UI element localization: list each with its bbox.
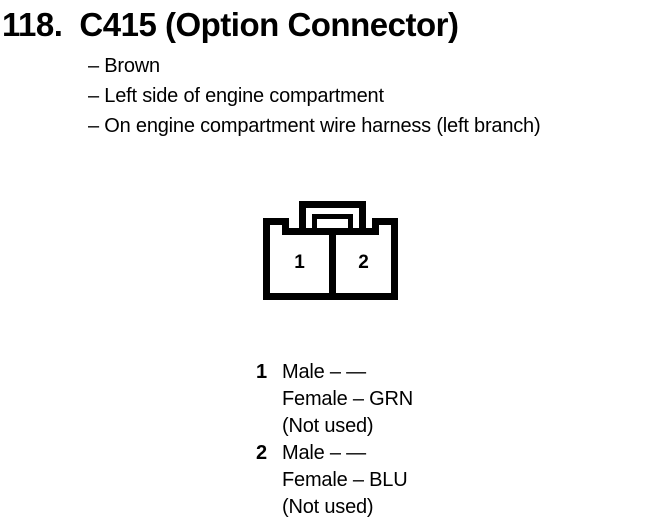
connector-body-ear-left [263,218,289,225]
cavity-1-label: 1 [294,252,305,273]
pin-2-not-used: (Not used) [282,496,374,518]
page-title: 118. C415 (Option Connector) [2,6,459,44]
connector-lock-tab-outer-right [359,201,366,233]
pin-row-1: 1 Male – — Female – GRN (Not used) [256,359,413,440]
connector-body-top-edge [282,228,379,235]
pin-2-lines: Male – — Female – BLU (Not used) [282,440,408,520]
connector-details: – Brown – Left side of engine compartmen… [88,51,541,141]
connector-name: C415 (Option Connector) [79,6,459,43]
pin-1-lines: Male – — Female – GRN (Not used) [282,359,413,440]
section-number: 118. [2,6,63,43]
connector-lock-tab-outer-top [299,201,366,208]
connector-lock-tab-inner-right [348,214,353,230]
connector-body-ear-right-wall [372,218,379,235]
detail-line-location: – Left side of engine compartment [88,85,384,107]
pin-2-male: Male – — [282,442,366,464]
pin-1-not-used: (Not used) [282,415,374,437]
connector-body-left-wall [263,218,270,300]
connector-lock-tab-inner-top [312,214,353,219]
pin-2-number: 2 [256,442,267,464]
pin-1-number: 1 [256,361,267,383]
pin-row-2: 2 Male – — Female – BLU (Not used) [256,440,413,520]
pin-list: 1 Male – — Female – GRN (Not used) 2 Mal… [256,359,413,520]
pin-2-female: Female – BLU [282,469,408,491]
detail-line-color: – Brown [88,55,160,77]
detail-line-harness: – On engine compartment wire harness (le… [88,115,541,137]
connector-body-bottom-wall [263,293,398,300]
connector-cavity-divider [329,228,336,300]
connector-lock-tab-inner-left [312,214,317,230]
connector-lock-tab-outer-left [299,201,306,233]
connector-body-right-wall [391,218,398,300]
cavity-2-label: 2 [358,252,369,273]
connector-body-ear-right [372,218,398,225]
pin-1-male: Male – — [282,361,366,383]
connector-body-ear-left-wall [282,218,289,235]
pin-1-female: Female – GRN [282,388,413,410]
